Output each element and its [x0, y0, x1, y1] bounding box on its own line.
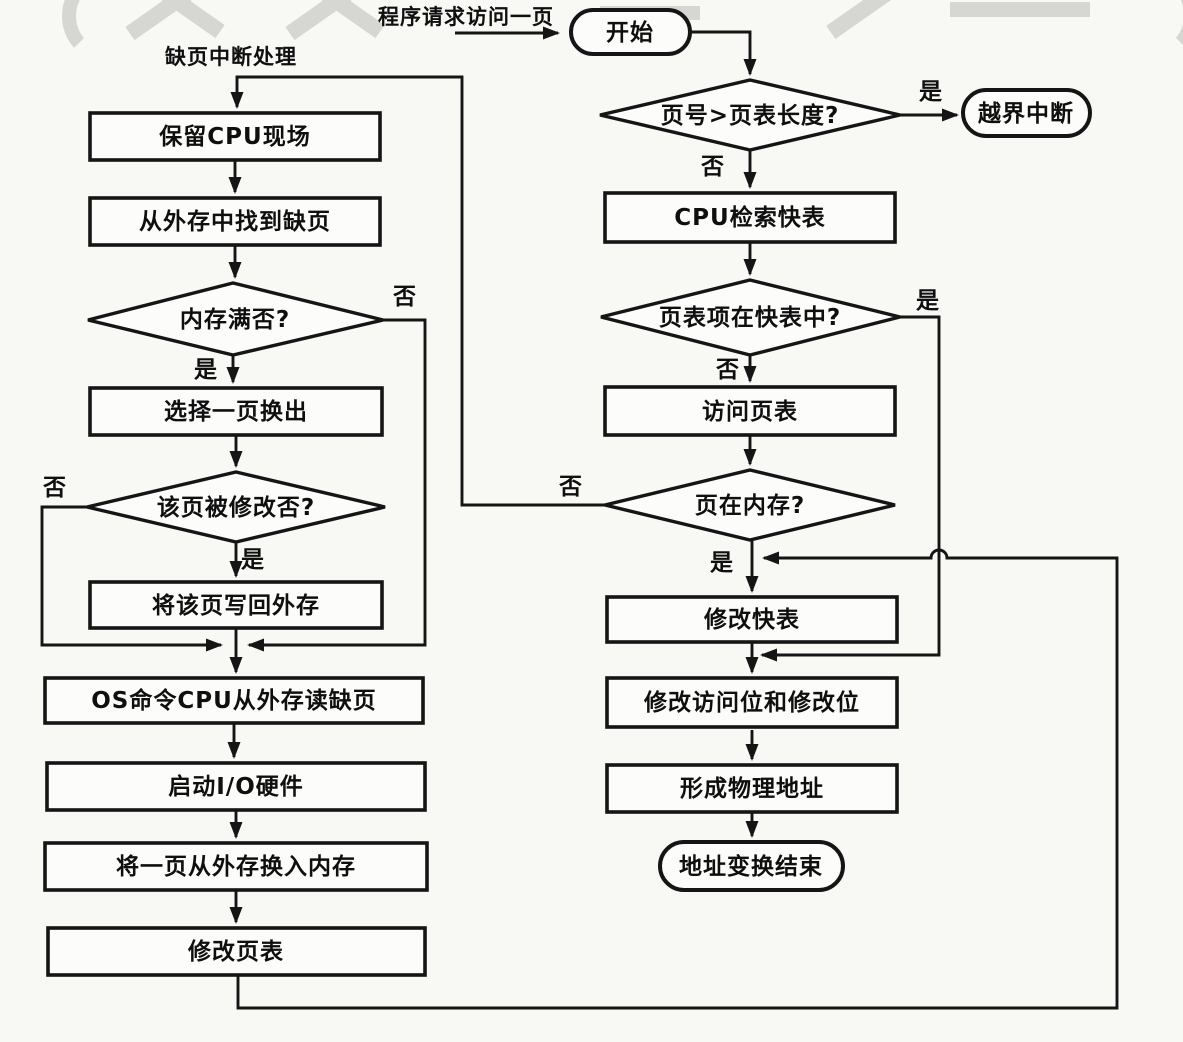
node-update-page-table [46, 926, 427, 977]
node-write-page-back [88, 580, 384, 630]
edge-in-memory-no-to-fault-handler [230, 75, 605, 507]
node-entry-in-tlb-label: 页表项在快表中? [659, 304, 841, 331]
branch-label-bounds-check-no: 否 [700, 154, 725, 180]
node-save-cpu-state-label: 保留CPU现场 [158, 123, 310, 150]
edge-update-table-loop-back [236, 548, 1119, 1010]
node-page-modified [86, 470, 386, 544]
node-bounds-check-label: 页号>页表长度? [661, 102, 840, 129]
node-address-translation-end-label: 地址变换结束 [679, 853, 823, 880]
node-entry-in-tlb [600, 278, 901, 357]
node-address-translation-end [658, 840, 845, 892]
node-update-access-and-modify-bits-label: 修改访问位和修改位 [643, 689, 860, 716]
node-update-tlb-label: 修改快表 [703, 606, 800, 633]
node-cpu-search-tlb [603, 191, 897, 244]
node-update-tlb [605, 595, 899, 644]
branch-label-entry-in-tlb-no: 否 [715, 357, 740, 383]
node-out-of-bounds-interrupt [961, 88, 1092, 138]
node-access-page-table [603, 385, 897, 437]
node-select-victim-page-label: 选择一页换出 [164, 398, 308, 425]
edge-tlb-check-yes [760, 315, 941, 662]
entry-label: 程序请求访问一页 [378, 5, 554, 29]
node-form-physical-address-label: 形成物理地址 [680, 775, 824, 802]
branch-label-page-in-memory-yes: 是 [710, 550, 734, 576]
node-form-physical-address [605, 763, 899, 814]
edge-page-modified-no [40, 505, 223, 652]
node-memory-full [87, 281, 384, 357]
edge-memory-full-no [247, 318, 427, 652]
node-load-page-into-memory [43, 841, 429, 892]
branch-label-entry-in-tlb-yes: 是 [916, 288, 940, 314]
node-select-victim-page [88, 386, 384, 437]
branch-label-memory-full-yes: 是 [194, 357, 218, 383]
node-start-io-hardware-label: 启动I/O硬件 [168, 773, 304, 800]
node-page-in-memory-label: 页在内存? [695, 492, 805, 519]
node-find-page-in-backing-store-label: 从外存中找到缺页 [139, 208, 331, 235]
branch-label-page-in-memory-no: 否 [558, 474, 583, 500]
node-memory-full-label: 内存满否? [180, 306, 290, 333]
node-update-access-and-modify-bits [605, 676, 899, 729]
node-find-page-in-backing-store [88, 196, 382, 247]
branch-label-page-modified-no: 否 [42, 475, 67, 501]
node-os-reads-missing-page [43, 676, 425, 725]
branch-label-memory-full-no: 否 [392, 284, 417, 310]
branch-label-bounds-check-yes: 是 [919, 79, 943, 105]
node-page-in-memory [604, 468, 896, 542]
node-cpu-search-tlb-label: CPU检索快表 [674, 204, 825, 231]
node-start-io-hardware [45, 761, 427, 812]
node-update-page-table-label: 修改页表 [187, 938, 284, 965]
node-start-label: 开始 [606, 19, 654, 46]
edge-start-to-bounds-check [690, 30, 757, 76]
node-save-cpu-state [88, 111, 382, 162]
node-write-page-back-label: 将该页写回外存 [152, 592, 320, 619]
node-access-page-table-label: 访问页表 [702, 399, 798, 425]
left-flow-title: 缺页中断处理 [165, 45, 297, 69]
node-bounds-check [599, 78, 901, 152]
node-os-reads-missing-page-label: OS命令CPU从外存读缺页 [91, 687, 377, 714]
branch-label-page-modified-yes: 是 [241, 547, 265, 573]
node-out-of-bounds-interrupt-label: 越界中断 [978, 100, 1074, 127]
node-page-modified-label: 该页被修改否? [157, 494, 315, 521]
node-load-page-into-memory-label: 将一页从外存换入内存 [116, 853, 356, 880]
node-start [569, 8, 692, 56]
